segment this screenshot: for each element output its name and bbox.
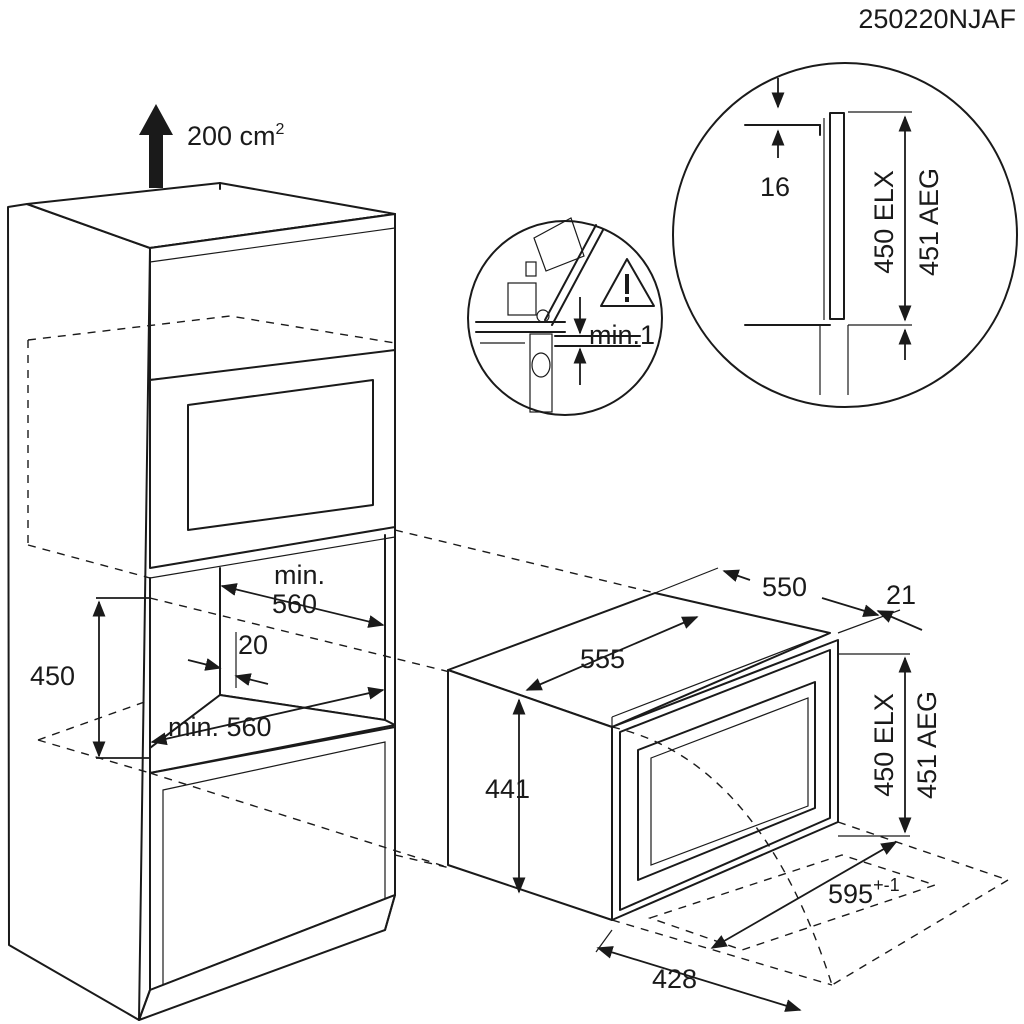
body-height-label: 441 (485, 774, 530, 804)
front-height-b-label: 451 AEG (912, 691, 942, 799)
cabinet-dimensions (92, 583, 385, 759)
front-width-tolerance: +-1 (873, 875, 900, 895)
door-swing-label: 428 (652, 964, 697, 994)
height-detail (672, 62, 1018, 408)
depth-total-label: 550 (762, 572, 807, 602)
cabinet-hidden-lines (27, 315, 396, 774)
front-width-label: 595+-1 (828, 875, 900, 909)
appliance-dimensions (512, 567, 923, 1012)
tall-cabinet (7, 182, 396, 1021)
body-depth-label: 555 (580, 644, 625, 674)
gap-label: 16 (760, 172, 790, 202)
detail-height-a-label: 450 ELX (869, 170, 899, 274)
detail-height-b-label: 451 AEG (914, 168, 944, 276)
ventilation-area-superscript: 2 (276, 121, 285, 138)
document-code: 250220NJAF (858, 4, 1016, 34)
door-thickness-label: 21 (886, 580, 916, 610)
warning-triangle-icon (600, 258, 655, 307)
clearance-min-label: min.1 (589, 320, 655, 350)
niche-width-bottom-label: min. 560 (168, 712, 272, 742)
ventilation-area-label: 200 cm2 (187, 121, 285, 151)
niche-height-label: 450 (30, 661, 75, 691)
niche-width-value-label: 560 (272, 589, 317, 619)
side-offset-label: 20 (238, 630, 268, 660)
ventilation-arrow-icon (139, 104, 173, 188)
niche-width-min-label: min. (274, 560, 325, 590)
front-height-a-label: 450 ELX (869, 693, 899, 797)
clearance-detail (467, 217, 663, 416)
projection-lines (149, 529, 656, 869)
